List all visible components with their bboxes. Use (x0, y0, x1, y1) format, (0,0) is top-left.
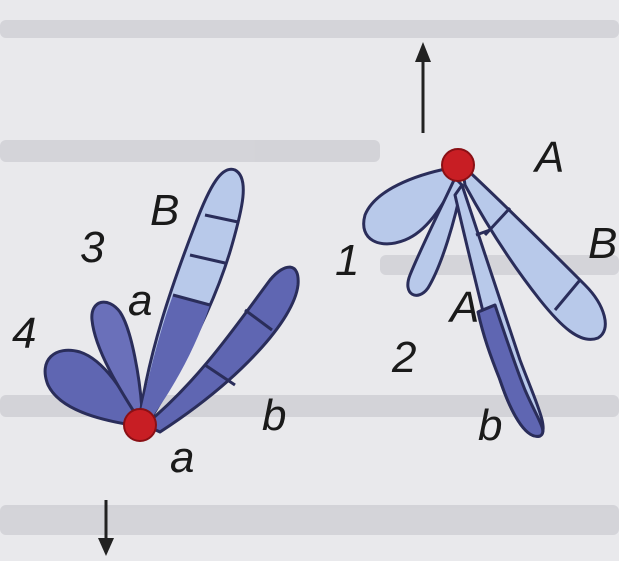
label-3: 3 (80, 223, 105, 272)
label-A-mid: A (447, 283, 479, 332)
label-1: 1 (335, 236, 359, 285)
right-chromosome (364, 149, 606, 436)
label-A-top: A (532, 133, 564, 182)
up-arrow (415, 42, 431, 133)
label-a-lower: a (170, 433, 194, 482)
right-centromere (442, 149, 474, 181)
label-a-upper: a (128, 276, 152, 325)
left-centromere (124, 409, 156, 441)
label-2: 2 (391, 333, 416, 382)
label-4: 4 (12, 309, 36, 358)
label-b-right: b (478, 401, 502, 450)
label-b-left: b (262, 391, 286, 440)
label-B-left: B (150, 186, 179, 235)
label-B-right: B (588, 219, 617, 268)
